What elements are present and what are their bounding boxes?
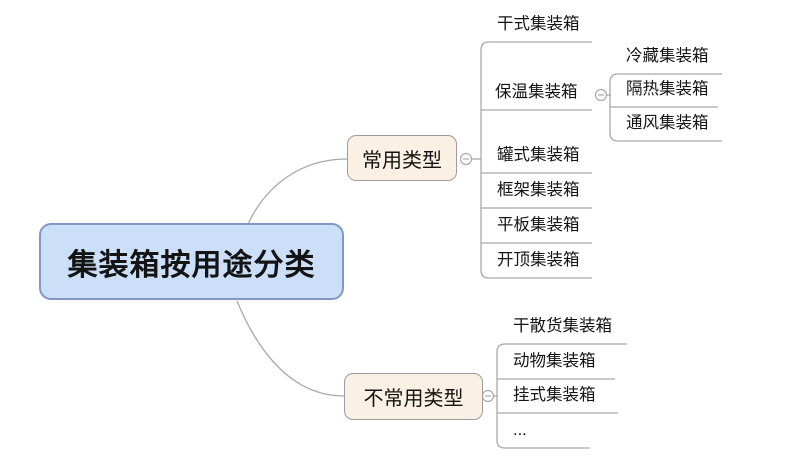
node-insulated-container[interactable]: 保温集装箱 (495, 83, 578, 101)
bracket-common (480, 41, 490, 279)
node-uncommon-types[interactable]: 不常用类型 (344, 373, 483, 420)
collapse-icon[interactable] (481, 389, 495, 403)
branch-curve-uncommon (236, 300, 345, 397)
node-ventilated-container[interactable]: 通风集装箱 (626, 114, 709, 132)
node-dry-bulk-container[interactable]: 干散货集装箱 (513, 317, 612, 335)
node-frame-container[interactable]: 框架集装箱 (497, 181, 580, 199)
node-hanging-container[interactable]: 挂式集装箱 (513, 386, 596, 404)
node-flat-rack-container[interactable]: 平板集装箱 (497, 216, 580, 234)
node-dry-container[interactable]: 干式集装箱 (497, 15, 580, 33)
node-animal-container[interactable]: 动物集装箱 (513, 352, 596, 370)
collapse-icon[interactable] (594, 88, 608, 102)
node-heat-insulated-container[interactable]: 隔热集装箱 (626, 80, 709, 98)
node-tank-container[interactable]: 罐式集装箱 (497, 146, 580, 164)
collapse-icon[interactable] (459, 152, 473, 166)
node-more-ellipsis[interactable]: ... (513, 421, 527, 439)
node-open-top-container[interactable]: 开顶集装箱 (497, 251, 580, 269)
node-refrigerated-container[interactable]: 冷藏集装箱 (626, 47, 709, 65)
bracket-uncommon (496, 343, 506, 449)
branch-curve-common (247, 158, 348, 225)
node-common-types[interactable]: 常用类型 (347, 135, 457, 181)
root-node[interactable]: 集装箱按用途分类 (39, 223, 344, 300)
